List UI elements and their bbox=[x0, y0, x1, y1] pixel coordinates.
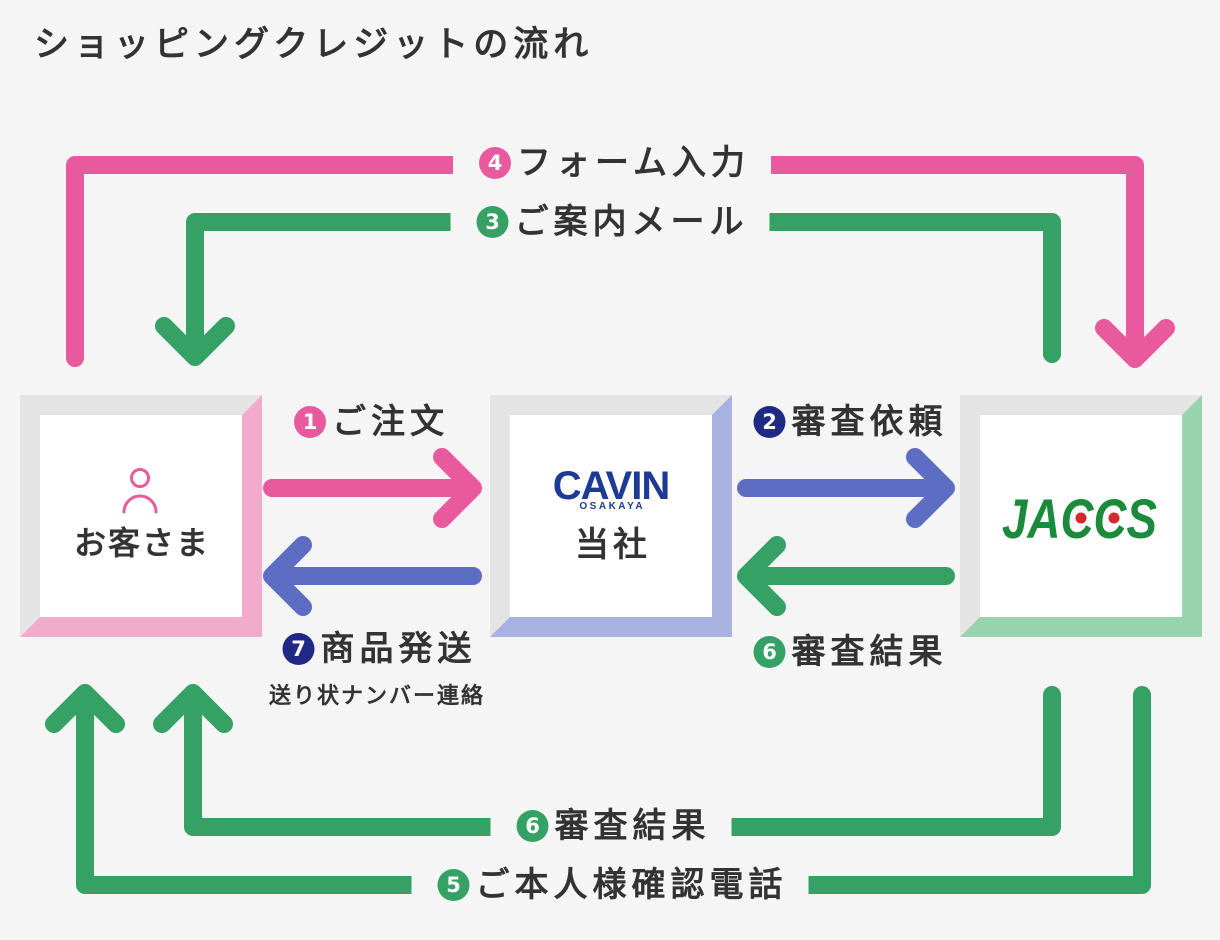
customer-label: お客さま bbox=[73, 524, 210, 562]
form-input-arrowhead bbox=[1095, 319, 1175, 368]
step-review-result-customer-label: 6 審査結果 bbox=[490, 804, 732, 848]
review-result-customer-arrowhead bbox=[153, 684, 233, 733]
step-number-badge: 6 bbox=[753, 636, 786, 668]
cavin-logo: CAVIN bbox=[552, 464, 670, 508]
step-number-badge: 2 bbox=[753, 406, 786, 438]
person-icon bbox=[122, 468, 158, 514]
cavin-logo-subtitle: OSAKAYA bbox=[579, 501, 646, 512]
step-label: フォーム入力 bbox=[517, 143, 750, 183]
review-result-company-arrowhead bbox=[737, 536, 786, 616]
step-guide-mail-label: 3 ご案内メール bbox=[450, 200, 770, 244]
step-number-badge: 7 bbox=[282, 633, 315, 665]
credit-company-box: JACCS bbox=[960, 395, 1202, 637]
jaccs-logo-dot bbox=[1075, 512, 1087, 524]
step-number-badge: 1 bbox=[294, 406, 326, 438]
jaccs-logo-dot bbox=[1108, 512, 1120, 524]
identity-call-arrowhead bbox=[45, 684, 125, 733]
step-label: ご本人様確認電話 bbox=[475, 865, 788, 905]
customer-box: お客さま bbox=[20, 395, 262, 637]
step-label: ご注文 bbox=[332, 402, 449, 442]
order-arrowhead bbox=[433, 448, 482, 528]
shipment-arrowhead bbox=[263, 536, 312, 616]
identity-call-line bbox=[76, 686, 1151, 894]
step-label: 審査結果 bbox=[554, 806, 711, 846]
step-label: 審査依頼 bbox=[791, 402, 948, 442]
step-identity-call-label: 5 ご本人様確認電話 bbox=[411, 863, 809, 907]
company-label: 当社 bbox=[575, 525, 651, 565]
step-review-request-label: 2 審査依頼 bbox=[728, 400, 969, 444]
review-request-arrowhead bbox=[906, 448, 955, 528]
step-number-badge: 6 bbox=[516, 810, 549, 842]
company-box: CAVIN OSAKAYA 当社 bbox=[490, 395, 732, 637]
person-shoulders bbox=[122, 494, 158, 514]
guide-mail-arrowhead bbox=[155, 317, 235, 366]
step-label: 審査結果 bbox=[791, 632, 948, 672]
step-number-badge: 4 bbox=[479, 147, 512, 179]
step-number-badge: 5 bbox=[437, 869, 470, 901]
step-shipment-note: 送り状ナンバー連絡 bbox=[268, 684, 486, 709]
step-label: ご案内メール bbox=[514, 202, 749, 242]
jaccs-logo: JACCS bbox=[1002, 487, 1157, 550]
step-form-input-label: 4 フォーム入力 bbox=[453, 141, 771, 185]
step-order-label: 1 ご注文 bbox=[268, 400, 470, 444]
step-number-badge: 3 bbox=[476, 206, 509, 238]
person-head bbox=[130, 468, 150, 488]
step-review-result-company-label: 6 審査結果 bbox=[728, 630, 969, 674]
step-shipment-label: 7 商品発送 bbox=[257, 627, 498, 671]
step-label: 商品発送 bbox=[320, 629, 477, 669]
page-title: ショッピングクレジットの流れ bbox=[34, 25, 594, 65]
